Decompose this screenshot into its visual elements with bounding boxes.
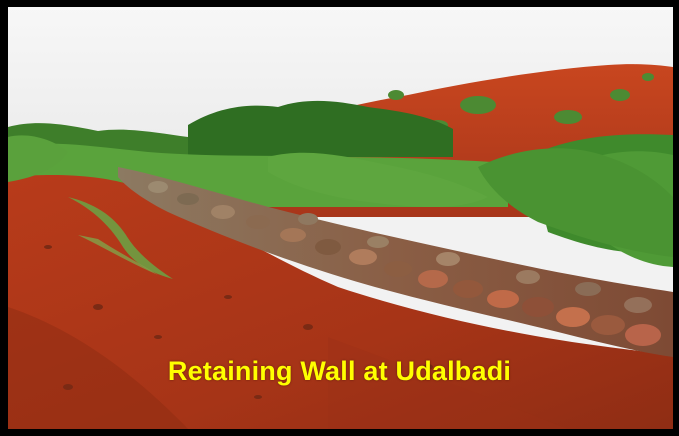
image-caption: Retaining Wall at Udalbadi — [167, 356, 512, 386]
ground-pebbles — [44, 245, 433, 399]
foreground-bushes — [8, 135, 673, 257]
wall-stones — [148, 181, 661, 346]
laterite-ground — [8, 175, 673, 429]
grass-strip — [68, 197, 173, 279]
hill-shrubs — [388, 73, 654, 130]
landscape-illustration — [8, 7, 673, 429]
photo-retaining-wall — [8, 7, 673, 429]
